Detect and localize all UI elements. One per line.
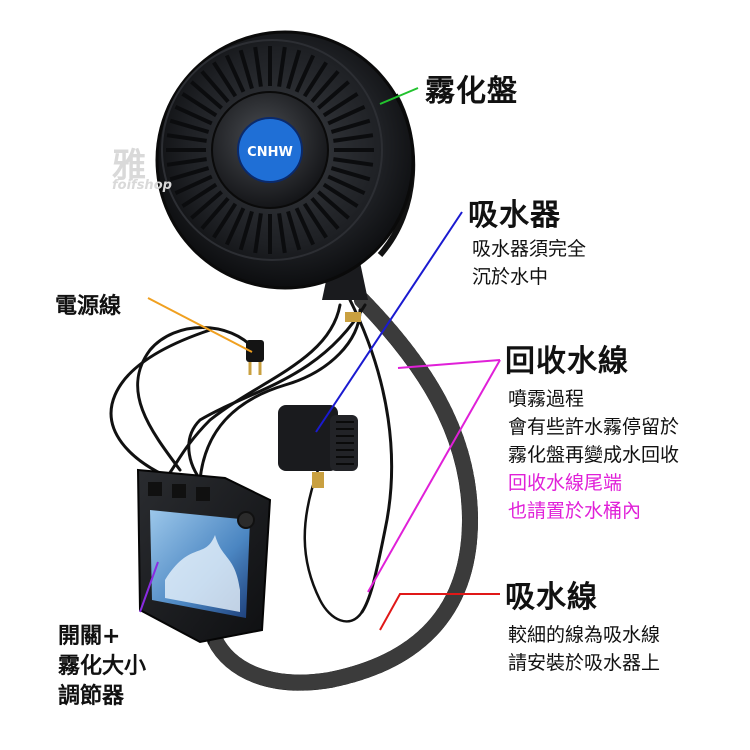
disc-slot — [174, 174, 213, 196]
return-note-5: 也請置於水桶內 — [508, 500, 642, 522]
disc-slot — [330, 118, 371, 134]
disc-slot — [277, 46, 287, 87]
disc-slot — [322, 92, 359, 118]
return-note-2: 會有些許水霧停留於 — [508, 416, 680, 438]
disc-slot — [200, 70, 230, 103]
atomizer-label: 霧化盤 — [425, 74, 518, 109]
controller-box-icon — [136, 468, 272, 644]
switch-pointer — [139, 561, 159, 613]
disc-rim — [161, 39, 383, 261]
disc-slot — [224, 207, 246, 246]
disc-slot — [333, 133, 374, 143]
return-pointer-1 — [397, 359, 501, 369]
disc-slot — [286, 49, 302, 90]
disc-slot — [277, 213, 287, 254]
suction-note-1: 吸水器須完全 — [472, 238, 587, 260]
intake-tube — [348, 298, 394, 614]
switch-label-2: 霧化大小 — [58, 654, 147, 679]
pump-grille-lines — [336, 421, 354, 465]
watermark-text: foifshop — [112, 178, 172, 193]
suction-label: 吸水器 — [468, 198, 561, 233]
disc-slot — [190, 190, 223, 220]
watermark-glyph: 雅 — [112, 146, 146, 186]
disc-slot — [294, 207, 316, 246]
disc-slot — [169, 118, 210, 134]
intake-pointer — [379, 593, 500, 631]
disc-slot — [253, 213, 263, 254]
pump-body — [278, 405, 338, 471]
disc-slot — [253, 46, 263, 87]
switch-label-3: 調節器 — [58, 684, 125, 709]
disc-slot — [181, 182, 218, 208]
disc-slot — [224, 54, 246, 93]
disc-slot — [286, 210, 302, 251]
disc-slot — [330, 166, 371, 182]
disc-slot — [317, 80, 350, 110]
intake-note-1: 較細的線為吸水線 — [508, 624, 661, 646]
atomizer-disc-icon: CNHW — [155, 30, 416, 322]
cable-gland-1 — [148, 482, 162, 496]
return-note-4: 回收水線尾端 — [508, 472, 623, 494]
return-label: 回收水線 — [505, 344, 629, 379]
switch-label-1: 開關+ — [58, 624, 121, 649]
disc-slots — [166, 46, 374, 254]
disc-slot — [238, 210, 254, 251]
cable-gland-2 — [172, 484, 186, 498]
suction-pump-icon — [278, 405, 358, 488]
cable-4 — [109, 328, 212, 480]
disc-slot — [333, 157, 374, 167]
disc-slot — [181, 92, 218, 118]
disc-slot — [166, 157, 207, 167]
cable-2 — [136, 326, 257, 472]
disc-slot — [310, 197, 340, 230]
disc-slot — [190, 80, 223, 110]
disc-slot — [169, 166, 210, 182]
pointer-lines — [139, 87, 501, 631]
disc-slot — [166, 133, 207, 143]
return-pointer-2 — [367, 359, 501, 593]
disc-slot — [310, 70, 340, 103]
pump-tube — [303, 468, 364, 623]
cable-1 — [158, 303, 342, 487]
plug-body — [246, 340, 264, 362]
cable-loop — [187, 303, 367, 487]
disc-slot — [317, 190, 350, 220]
return-note-1: 噴霧過程 — [508, 388, 585, 410]
disc-slot — [302, 61, 328, 98]
pump-fitting — [312, 472, 324, 488]
brand-badge-text: CNHW — [247, 145, 293, 160]
disc-slot — [322, 182, 359, 208]
intake-label: 吸水線 — [505, 580, 598, 615]
power-plug-icon — [246, 340, 264, 375]
atomizer-pointer — [379, 87, 419, 105]
return-note-3: 霧化盤再變成水回收 — [508, 444, 680, 466]
disc-slot — [212, 61, 238, 98]
suction-pointer — [315, 211, 463, 433]
controller-panel-art — [165, 535, 240, 612]
brand-badge — [237, 117, 303, 183]
disc-slot — [327, 104, 366, 126]
disc-slot — [238, 49, 254, 90]
power-pointer — [147, 297, 253, 353]
cable-gland-3 — [196, 487, 210, 501]
adjust-knob — [237, 511, 255, 529]
disc-slot — [302, 202, 328, 239]
disc-slot — [174, 104, 213, 126]
disc-slot — [200, 197, 230, 230]
disc-slot — [327, 174, 366, 196]
disc-slot — [212, 202, 238, 239]
intake-note-2: 請安裝於吸水器上 — [508, 652, 661, 674]
power-label: 電源線 — [55, 294, 122, 319]
suction-note-2: 沉於水中 — [472, 266, 549, 288]
cable-3 — [198, 308, 362, 482]
brass-fitting — [345, 312, 361, 322]
disc-slot — [294, 54, 316, 93]
